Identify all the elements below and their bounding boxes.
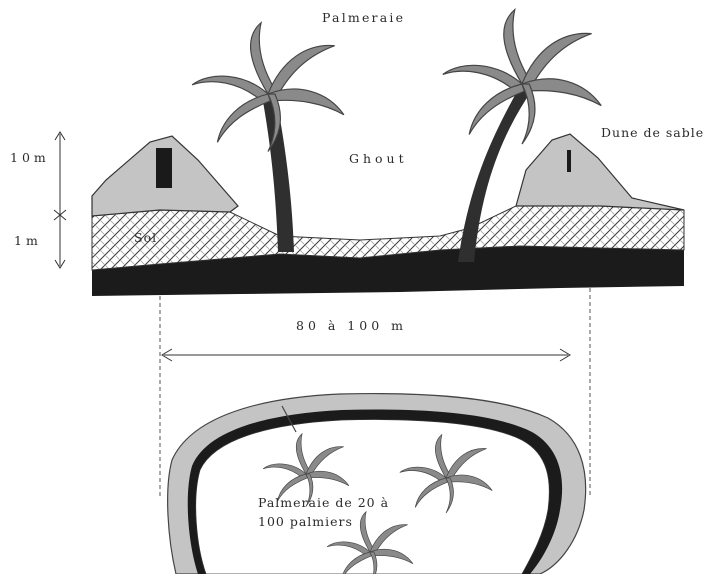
left-dune-marker	[156, 148, 172, 188]
right-dune-marker	[567, 150, 571, 172]
height-top-label: 10m	[10, 150, 50, 165]
dune-label: Dune de sable	[601, 125, 704, 140]
width-label: 80 à 100 m	[296, 318, 407, 333]
right-sand-dune	[516, 134, 684, 210]
height-measurement	[54, 132, 66, 268]
ghout-label: Ghout	[349, 151, 408, 166]
grove-label-line1: Palmeraie de 20 à	[258, 495, 389, 510]
palmeraie-label: Palmeraie	[322, 10, 405, 25]
palm-grove-plan	[168, 394, 586, 574]
grove-label-line2: 100 palmiers	[258, 514, 353, 529]
height-bottom-label: 1m	[14, 233, 42, 248]
soil-label: Sol	[134, 230, 157, 245]
